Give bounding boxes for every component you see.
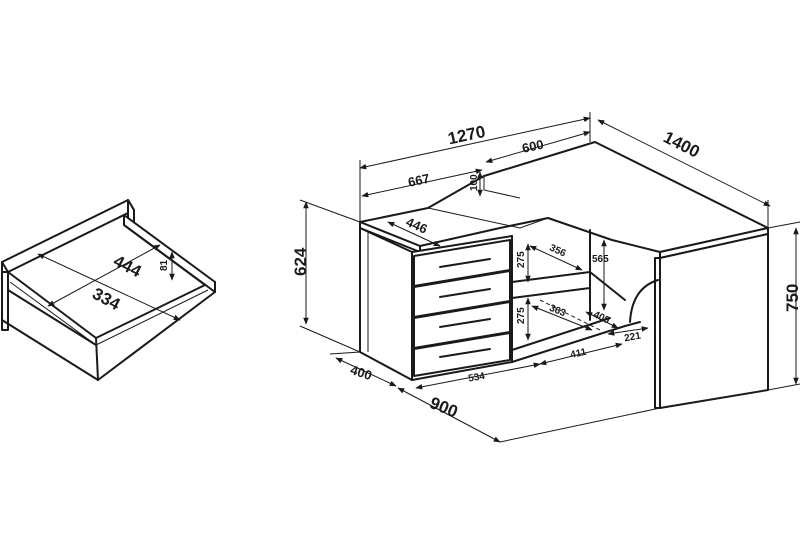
dim-565-label: 565 [592, 254, 609, 265]
dim-624-ext-bottom [299, 325, 361, 353]
dim-1270-line [359, 116, 591, 170]
drawer-outer-contour [1, 261, 216, 381]
dim-411-line [539, 342, 623, 366]
drawer-dim-334-label: 334 [89, 284, 123, 314]
desk-top-notch [483, 176, 521, 199]
dim-750-ext-bottom [767, 383, 800, 391]
dim-667-label: 667 [407, 171, 431, 190]
dim-446-line [387, 221, 441, 247]
desk-top-inner-line [427, 207, 549, 229]
dim-400-label: 400 [349, 362, 374, 383]
dim-900-label: 900 [427, 393, 460, 421]
dim-750-ext-top [767, 221, 800, 229]
dim-900-ext [499, 407, 661, 443]
drawer-stack [413, 239, 511, 377]
dim-356-line [529, 245, 583, 271]
shelf-arch-cutout [629, 279, 659, 323]
dim-600-label: 600 [521, 137, 545, 156]
dim-624-label: 624 [291, 247, 310, 276]
drawer-handle-2 [439, 288, 491, 298]
desk-side-panel [659, 233, 769, 409]
drawer-handle-3 [439, 318, 491, 328]
shelf-lower [511, 287, 591, 299]
dim-534-line [415, 362, 541, 390]
dim-275-upper-label: 275 [516, 251, 527, 268]
dim-1270-label: 1270 [446, 122, 487, 148]
drawer-inner-edge-left [7, 271, 97, 346]
dim-400-inner-line [585, 311, 619, 329]
drawer-dim-81-label: 81 [159, 259, 170, 271]
drawer-handle-1 [439, 258, 491, 268]
desk-drawing: 1270 1400 667 600 100 446 624 750 400 [291, 112, 800, 443]
dim-600-line [485, 131, 591, 163]
dim-400-ext [329, 351, 361, 355]
dim-275-lower-label: 275 [516, 307, 527, 324]
drawer-dim-334-line [47, 244, 161, 307]
dim-363-line [531, 305, 593, 331]
dim-411-label: 411 [569, 347, 587, 361]
dim-624-ext-top [299, 199, 361, 223]
dim-356-label: 356 [548, 243, 568, 260]
dim-1400-label: 1400 [660, 128, 702, 162]
dim-900-line [397, 387, 501, 443]
dim-221-line [607, 326, 649, 336]
drawer-front-3 [413, 301, 511, 349]
drawer-drawing: 444 334 81 [1, 199, 216, 381]
dim-400-line [335, 357, 397, 387]
drawer-handle-4 [439, 348, 491, 358]
dim-534-label: 534 [467, 371, 486, 385]
shelf-upper [511, 271, 626, 301]
dim-100-label: 100 [469, 174, 480, 191]
dim-1400-line [597, 119, 771, 207]
dim-363-label: 363 [548, 303, 568, 320]
dim-750-label: 750 [783, 284, 800, 312]
drawer-right-side [123, 214, 216, 293]
dim-667-line [361, 168, 483, 198]
dim-221-label: 221 [623, 330, 642, 344]
